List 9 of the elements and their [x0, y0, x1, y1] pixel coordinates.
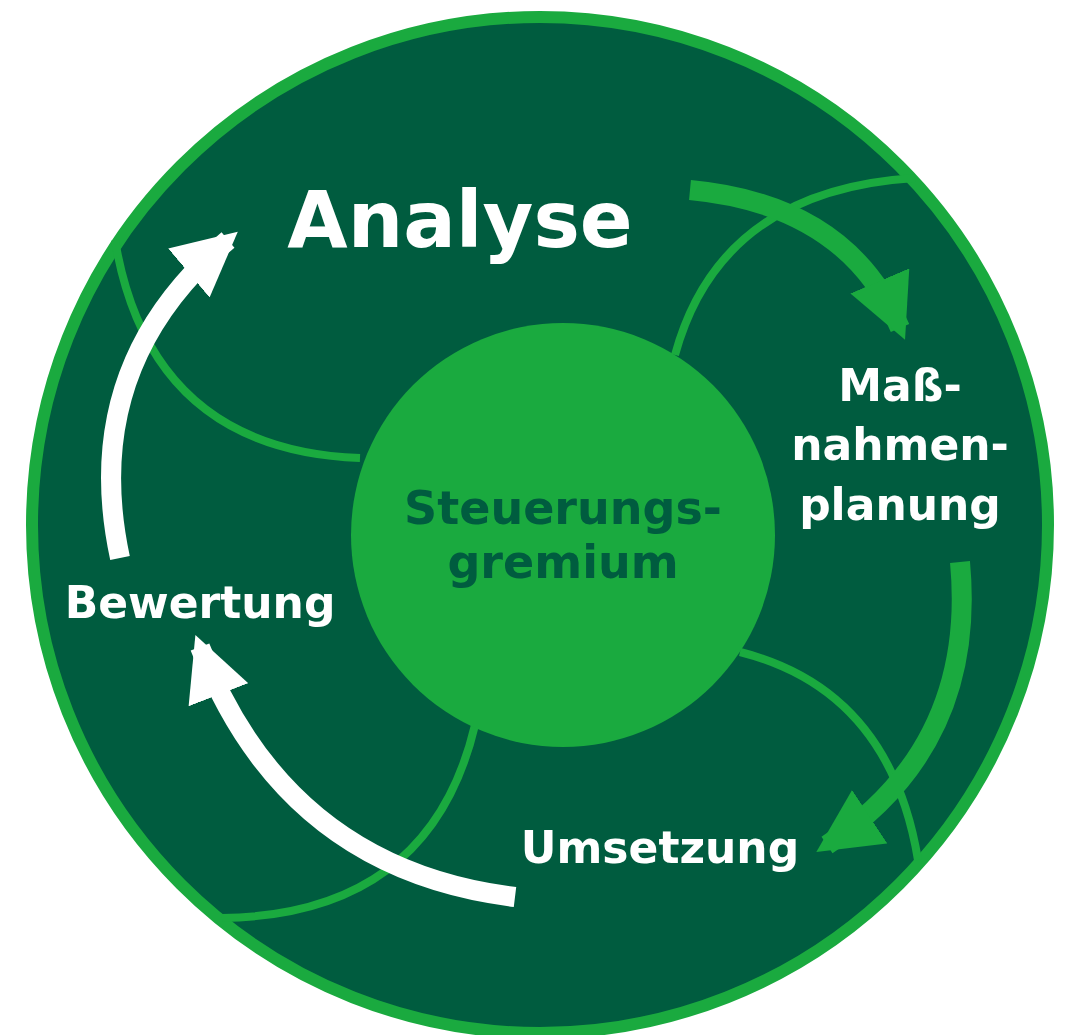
phase-label: Maß- nahmen- planung [790, 358, 1010, 532]
phase-label: Analyse [287, 175, 633, 265]
phase-label: Steuerungs- gremium [404, 481, 722, 589]
cycle-arrow [816, 561, 972, 854]
cycle-arrow [190, 635, 517, 907]
cycle-arrow [101, 231, 238, 560]
phase-label: Umsetzung [520, 822, 800, 873]
phase-label: Bewertung [64, 577, 336, 628]
cycle-arrow [688, 180, 909, 340]
